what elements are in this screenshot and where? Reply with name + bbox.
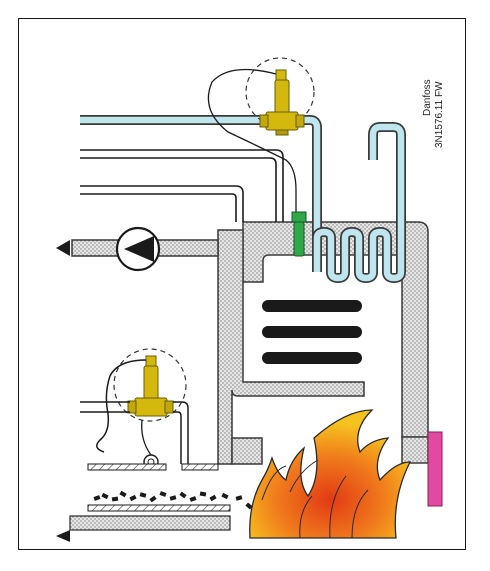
solenoid-valve-lower-icon [113,348,187,422]
flow-arrow-icon [56,240,70,256]
fuel-channel [56,515,231,542]
capillary-tube [207,68,297,214]
boiler-wall [217,221,429,465]
pump-icon [115,226,161,272]
company-name: Danfoss [422,79,433,116]
figure-code: 3N1576.11 FW [434,81,445,148]
heating-element [427,431,443,507]
return-pipes [80,149,284,222]
sensor-bulb-icon [291,211,307,257]
water-pipe [80,115,406,283]
grate [262,300,362,364]
flame-icon [249,409,412,539]
figure-code-label: Danfoss 3N1576.11 FW [422,52,456,152]
solenoid-valve-icon [245,57,315,136]
figure-frame [18,18,466,550]
floor-hatch [87,463,231,512]
gas-line [80,359,189,464]
